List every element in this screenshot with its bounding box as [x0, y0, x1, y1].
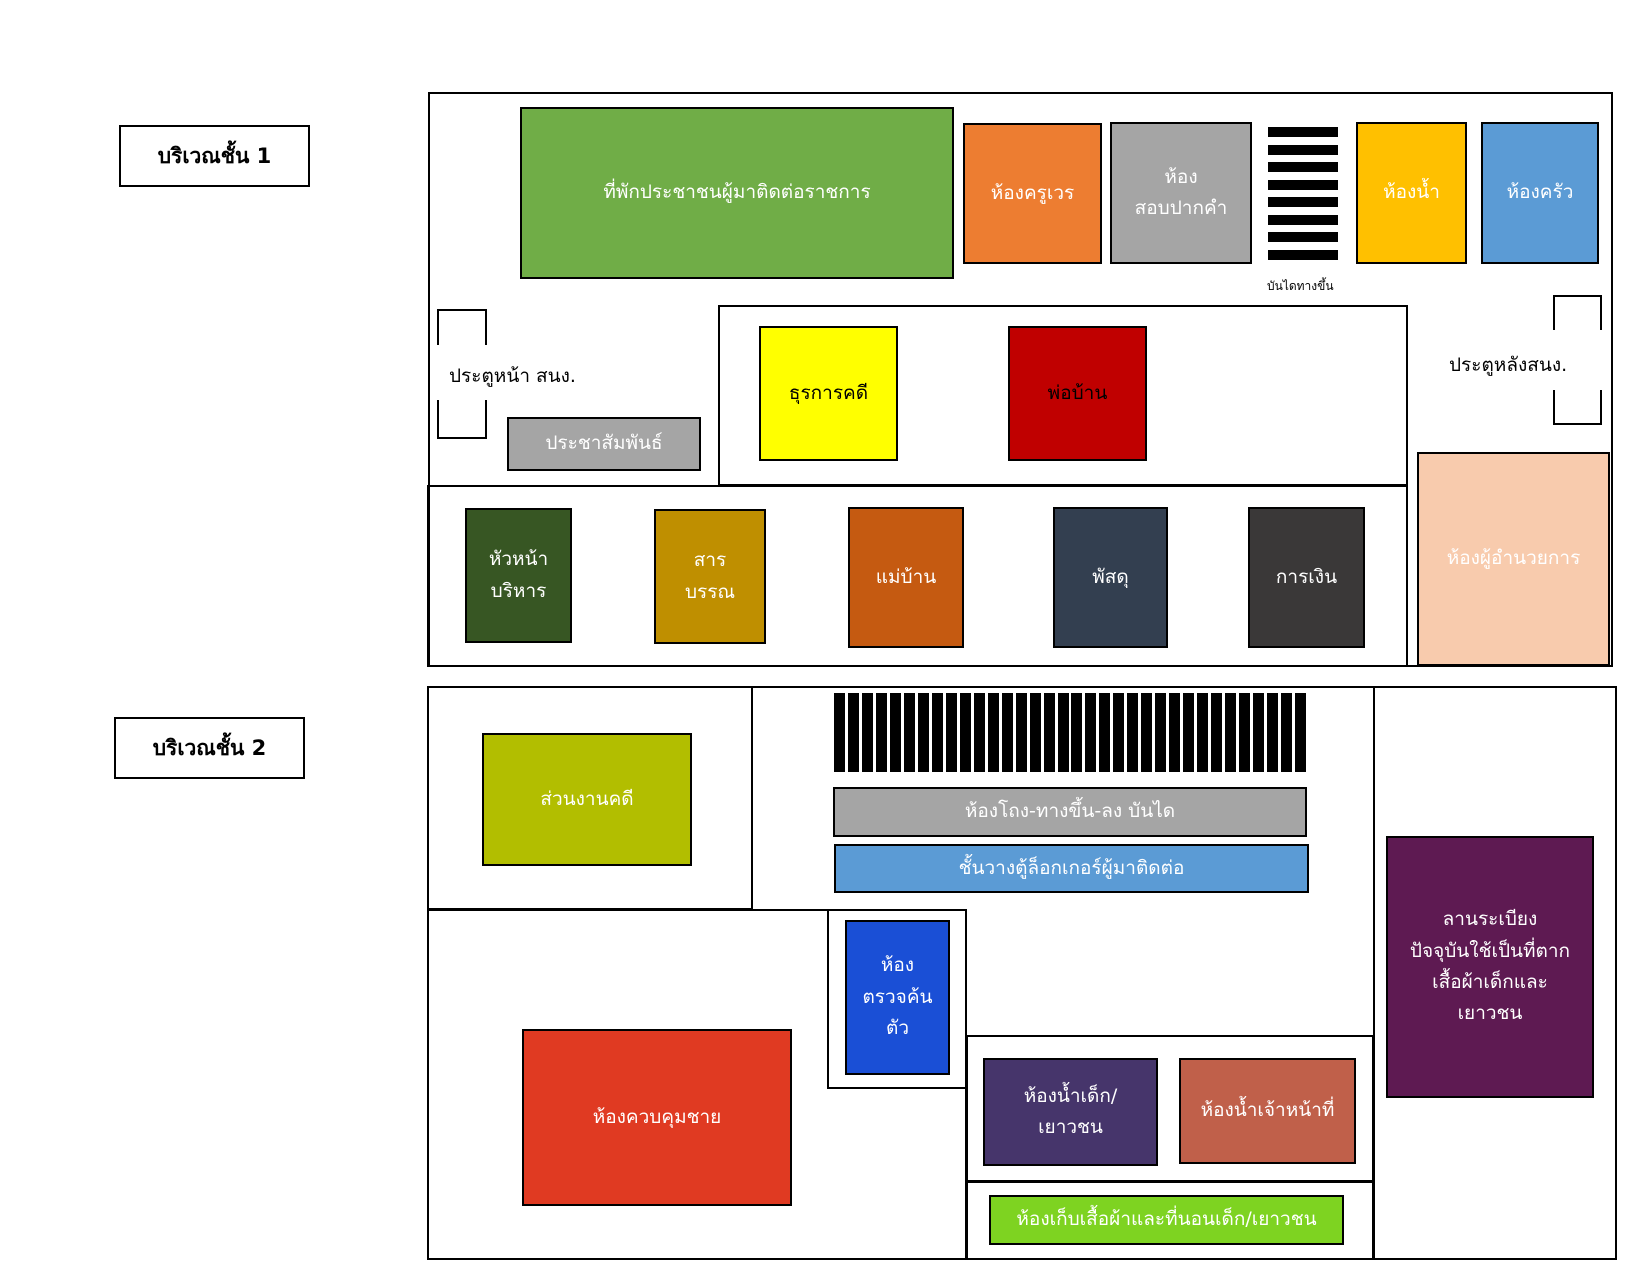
room-body-search: ห้อง ตรวจค้น ตัว — [845, 920, 950, 1075]
room-hall-stairs-label: ห้องโถง-ทางขึ้น-ลง บันได — [964, 800, 1176, 823]
floor-1-bottom-section — [427, 485, 1408, 667]
room-case-affairs: ธุรการคดี — [759, 326, 898, 461]
room-staff-restroom: ห้องน้ำเจ้าหน้าที่ — [1179, 1058, 1356, 1164]
stairs-up-label: บันไดทางขึ้น — [1267, 279, 1334, 293]
room-kitchen: ห้องครัว — [1481, 122, 1599, 264]
room-admin-head-label: หัวหน้า บริหาร — [488, 548, 549, 602]
room-duty-teacher-label: ห้องครูเวร — [990, 181, 1075, 204]
room-interrogation-label: ห้อง สอบปากคำ — [1134, 165, 1228, 219]
room-case-affairs-label: ธุรการคดี — [788, 381, 869, 404]
room-supplies: พัสดุ — [1053, 507, 1168, 648]
room-hall-stairs: ห้องโถง-ทางขึ้น-ลง บันได — [833, 787, 1307, 837]
room-public-relations-label: ประชาสัมพันธ์ — [545, 432, 663, 455]
room-documents: สาร บรรณ — [654, 509, 766, 644]
floor-2-storage-section — [966, 1181, 1374, 1260]
room-restroom-label: ห้องน้ำ — [1383, 181, 1440, 204]
room-finance: การเงิน — [1248, 507, 1365, 648]
room-body-search-label: ห้อง ตรวจค้น ตัว — [862, 954, 933, 1040]
room-interrogation: ห้อง สอบปากคำ — [1110, 122, 1252, 264]
room-locker-shelf: ชั้นวางตู้ล็อกเกอร์ผู้มาติดต่อ — [834, 844, 1309, 893]
stairs-icon — [834, 693, 1306, 772]
floor-2-right-section — [1373, 686, 1617, 1260]
room-staff-restroom-label: ห้องน้ำเจ้าหน้าที่ — [1200, 1099, 1335, 1122]
back-door-gap — [1548, 330, 1608, 390]
room-case-division: ส่วนงานคดี — [482, 733, 692, 866]
room-duty-teacher: ห้องครูเวร — [963, 123, 1102, 264]
room-supplies-label: พัสดุ — [1092, 565, 1129, 588]
room-youth-restroom: ห้องน้ำเด็ก/ เยาวชน — [983, 1058, 1158, 1166]
room-house-father-label: พ่อบ้าน — [1047, 381, 1108, 404]
room-clothing-storage: ห้องเก็บเสื้อผ้าและที่นอนเด็ก/เยาวชน — [989, 1195, 1344, 1245]
room-clothing-storage-label: ห้องเก็บเสื้อผ้าและที่นอนเด็ก/เยาวชน — [1016, 1208, 1317, 1231]
front-door-label: ประตูหน้า สนง. — [449, 365, 576, 387]
room-house-mother: แม่บ้าน — [848, 507, 964, 648]
room-terrace: ลานระเบียง ปัจจุบันใช้เป็นที่ตาก เสื้อผ้… — [1386, 836, 1594, 1098]
room-finance-label: การเงิน — [1275, 565, 1338, 588]
room-director-label: ห้องผู้อำนวยการ — [1446, 547, 1581, 570]
floor-2-label: บริเวณชั้น 2 — [114, 717, 305, 779]
room-male-control: ห้องควบคุมชาย — [522, 1029, 792, 1206]
room-youth-restroom-label: ห้องน้ำเด็ก/ เยาวชน — [1023, 1084, 1118, 1138]
room-kitchen-label: ห้องครัว — [1506, 181, 1574, 204]
room-documents-label: สาร บรรณ — [684, 549, 736, 603]
room-house-father: พ่อบ้าน — [1008, 326, 1147, 461]
floor-2-label-text: บริเวณชั้น 2 — [152, 735, 267, 760]
floor-1-label: บริเวณชั้น 1 — [119, 125, 310, 187]
room-visitor-waiting: ที่พักประชาชนผู้มาติดต่อราชการ — [520, 107, 954, 279]
room-restroom: ห้องน้ำ — [1356, 122, 1467, 264]
room-house-mother-label: แม่บ้าน — [875, 565, 937, 588]
room-terrace-label: ลานระเบียง ปัจจุบันใช้เป็นที่ตาก เสื้อผ้… — [1409, 908, 1571, 1025]
front-door-gap — [430, 345, 490, 400]
floor-1-label-text: บริเวณชั้น 1 — [157, 143, 272, 168]
room-director: ห้องผู้อำนวยการ — [1417, 452, 1610, 666]
room-male-control-label: ห้องควบคุมชาย — [592, 1105, 722, 1128]
room-admin-head: หัวหน้า บริหาร — [465, 508, 572, 643]
stairs-up-icon — [1268, 127, 1338, 260]
floor-2-search-section — [827, 909, 967, 1089]
room-case-division-label: ส่วนงานคดี — [540, 787, 634, 810]
room-public-relations: ประชาสัมพันธ์ — [507, 417, 701, 471]
back-door-label: ประตูหลังสนง. — [1449, 354, 1568, 376]
room-locker-shelf-label: ชั้นวางตู้ล็อกเกอร์ผู้มาติดต่อ — [958, 856, 1185, 879]
room-visitor-waiting-label: ที่พักประชาชนผู้มาติดต่อราชการ — [603, 181, 871, 204]
